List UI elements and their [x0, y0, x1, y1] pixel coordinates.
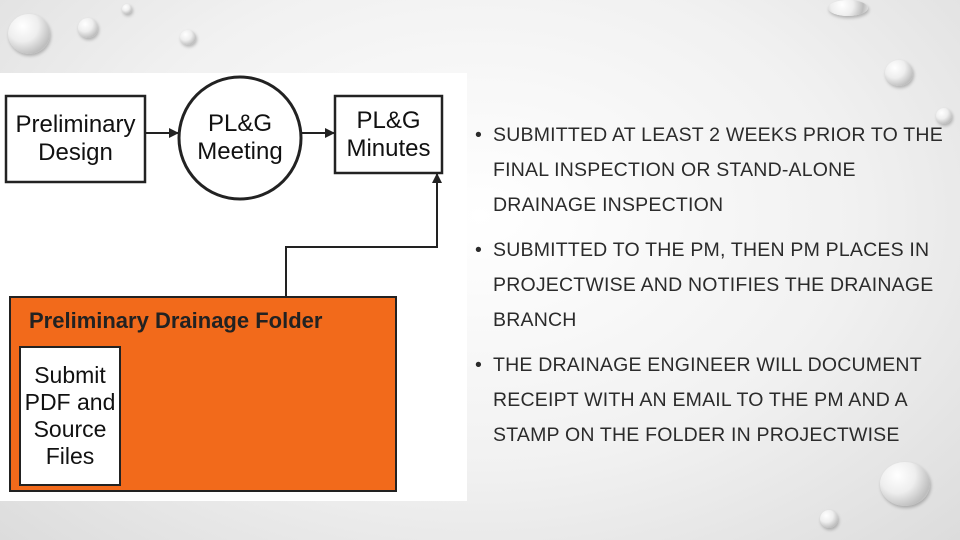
- water-drop-decoration: [8, 14, 50, 54]
- preliminary-design-box: [4, 94, 147, 184]
- water-drop-decoration: [885, 60, 913, 86]
- bullet-item: THE DRAINAGE ENGINEER WILL DOCUMENT RECE…: [473, 348, 953, 453]
- water-drop-decoration: [880, 462, 930, 506]
- bullet-item: SUBMITTED AT LEAST 2 WEEKS PRIOR TO THE …: [473, 118, 953, 223]
- arrow-folder-to-minutes: [285, 173, 442, 296]
- folder-title: Preliminary Drainage Folder: [29, 308, 323, 333]
- bullet-list: SUBMITTED AT LEAST 2 WEEKS PRIOR TO THE …: [473, 118, 953, 463]
- submit-files-box: Submit PDF and Source Files: [19, 346, 121, 486]
- plg-minutes-label: PL&G Minutes: [346, 107, 431, 162]
- diagram-connectors: [4, 75, 444, 296]
- water-drop-decoration: [820, 510, 838, 528]
- water-drop-decoration: [180, 30, 196, 45]
- plg-meeting-label: PL&G Meeting: [197, 110, 283, 165]
- plg-meeting-circle: [177, 75, 303, 201]
- water-drop-decoration: [122, 4, 132, 14]
- preliminary-design-label: Preliminary Design: [15, 111, 136, 166]
- plg-minutes-box: [333, 94, 444, 175]
- bullet-item: SUBMITTED TO THE PM, THEN PM PLACES IN P…: [473, 233, 953, 338]
- preliminary-drainage-folder: Preliminary Drainage Folder Submit PDF a…: [9, 296, 397, 492]
- water-drop-decoration: [78, 18, 98, 38]
- water-drop-decoration: [828, 0, 868, 16]
